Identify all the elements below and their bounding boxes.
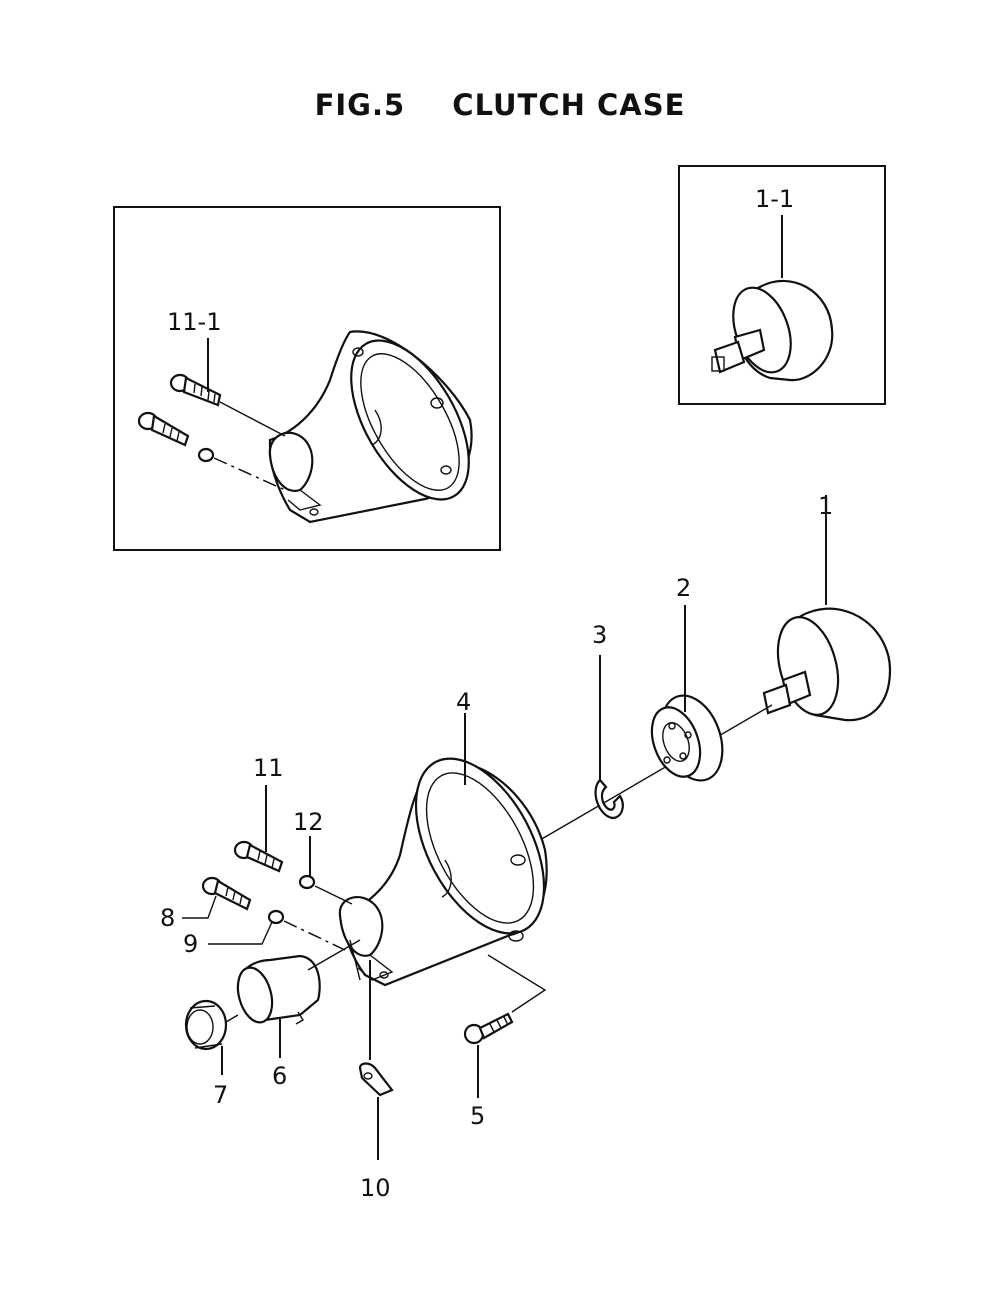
label-7: 7 <box>213 1081 228 1109</box>
label-4: 4 <box>456 688 471 716</box>
part-9-washer <box>267 909 285 925</box>
label-3: 3 <box>592 621 607 649</box>
inset-clutch-housing <box>268 330 473 524</box>
figure-name: CLUTCH CASE <box>452 88 686 122</box>
inset-clutch-drum <box>711 279 834 382</box>
inset-washer <box>197 447 215 463</box>
label-5: 5 <box>470 1102 485 1130</box>
inset-screw-short <box>137 411 190 447</box>
inset-box-1-1: 1-1 <box>678 165 886 405</box>
part-10-clip <box>358 1062 394 1097</box>
label-6: 6 <box>272 1062 287 1090</box>
part-6-sleeve <box>236 954 321 1025</box>
label-11: 11 <box>253 754 284 782</box>
part-5-screw <box>463 1012 514 1045</box>
part-7-collar <box>184 999 228 1051</box>
figure-number: FIG.5 <box>314 88 406 122</box>
part-2-bearing <box>650 694 724 782</box>
label-1-1: 1-1 <box>755 185 794 213</box>
inset-screw-long <box>169 373 222 407</box>
label-9: 9 <box>183 930 198 958</box>
part-11-bolt <box>233 840 284 873</box>
label-12: 12 <box>293 808 324 836</box>
part-1-clutch-drum <box>762 607 892 722</box>
part-3-snap-ring <box>594 778 624 820</box>
label-11-1: 11-1 <box>167 308 221 336</box>
label-2: 2 <box>676 574 691 602</box>
label-1: 1 <box>818 492 833 520</box>
inset-box-11-1: 11-1 <box>113 206 501 551</box>
label-10: 10 <box>360 1174 391 1202</box>
part-8-bolt <box>201 876 252 911</box>
label-8: 8 <box>160 904 175 932</box>
part-12-washer <box>298 874 316 890</box>
figure-title: FIG.5 CLUTCH CASE <box>0 88 1000 122</box>
part-4-clutch-case <box>338 757 548 987</box>
